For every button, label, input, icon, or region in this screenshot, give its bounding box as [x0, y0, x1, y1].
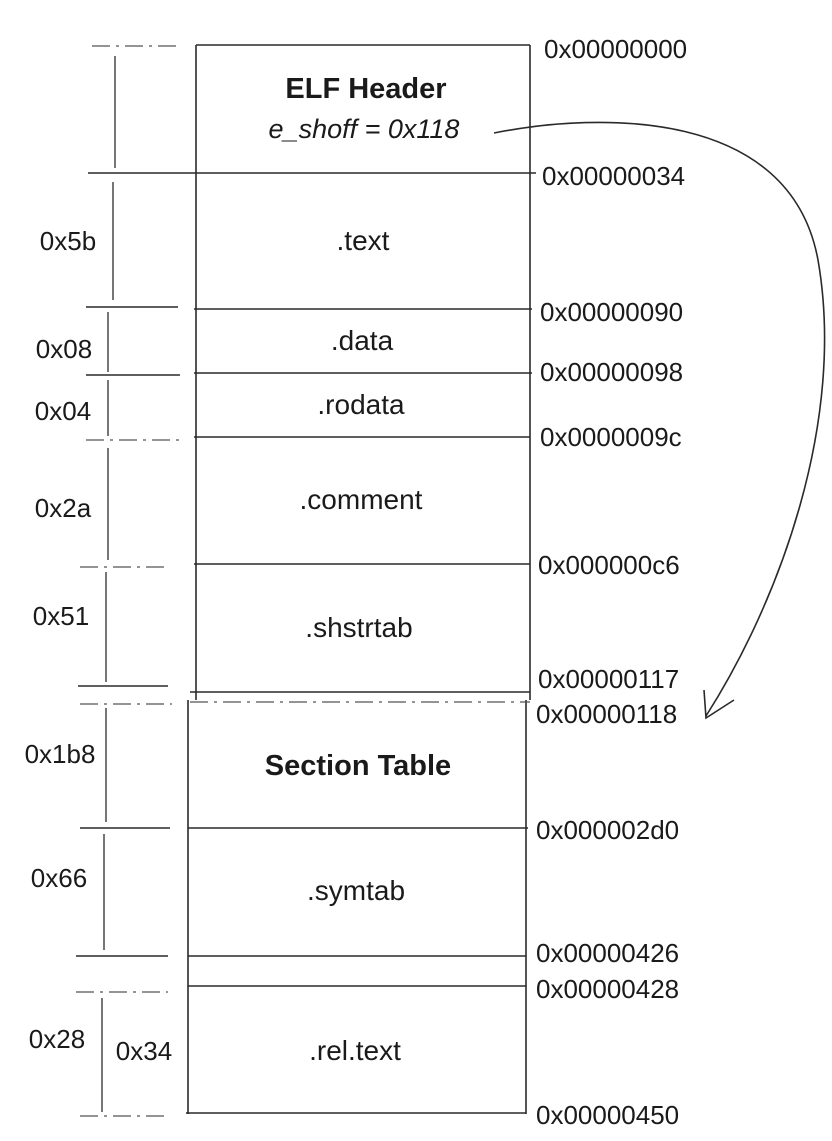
- elf-header-title: ELF Header: [285, 73, 446, 105]
- size-section-table: 0x1b8: [25, 739, 96, 769]
- size-rodata: 0x04: [35, 396, 91, 426]
- section-comment: .comment: [300, 484, 423, 515]
- section-rel-text: .rel.text: [309, 1035, 401, 1066]
- section-table-label: Section Table: [265, 750, 451, 782]
- addr-0x00000118: 0x00000118: [536, 699, 677, 729]
- addr-0x00000117: 0x00000117: [538, 664, 679, 694]
- addr-0x00000090: 0x00000090: [540, 297, 683, 327]
- addr-0x00000450: 0x00000450: [536, 1100, 679, 1130]
- addr-0x00000000: 0x00000000: [544, 34, 687, 64]
- size-text: 0x5b: [40, 226, 96, 256]
- size-rel-text-outer: 0x28: [29, 1024, 85, 1054]
- addr-0x000000c6: 0x000000c6: [538, 550, 680, 580]
- section-shstrtab: .shstrtab: [305, 612, 412, 643]
- addr-0x0000009c: 0x0000009c: [540, 422, 682, 452]
- section-labels: ELF Header e_shoff = 0x118 .text .data .…: [265, 73, 460, 1066]
- size-comment: 0x2a: [35, 493, 92, 523]
- e-shoff-label: e_shoff = 0x118: [269, 114, 460, 144]
- address-labels: 0x00000000 0x00000034 0x00000090 0x00000…: [536, 34, 687, 1130]
- section-data: .data: [331, 325, 394, 356]
- size-rel-text-inner: 0x34: [116, 1036, 172, 1066]
- shoff-pointer-arrow: [493, 121, 826, 720]
- size-symtab: 0x66: [31, 863, 87, 893]
- addr-0x000002d0: 0x000002d0: [536, 815, 679, 845]
- section-text: .text: [337, 225, 390, 256]
- addr-0x00000426: 0x00000426: [536, 938, 679, 968]
- section-symtab: .symtab: [307, 875, 405, 906]
- section-rodata: .rodata: [317, 389, 405, 420]
- size-labels: 0x5b 0x08 0x04 0x2a 0x51 0x1b8 0x66 0x28…: [25, 226, 173, 1066]
- file-column: [186, 44, 531, 1114]
- addr-0x00000098: 0x00000098: [540, 357, 683, 387]
- addr-0x00000428: 0x00000428: [536, 974, 679, 1004]
- size-data: 0x08: [36, 334, 92, 364]
- addr-0x00000034: 0x00000034: [542, 161, 685, 191]
- section-boundaries: [76, 45, 536, 1117]
- size-shstrtab: 0x51: [33, 601, 89, 631]
- size-brackets: [101, 56, 116, 1112]
